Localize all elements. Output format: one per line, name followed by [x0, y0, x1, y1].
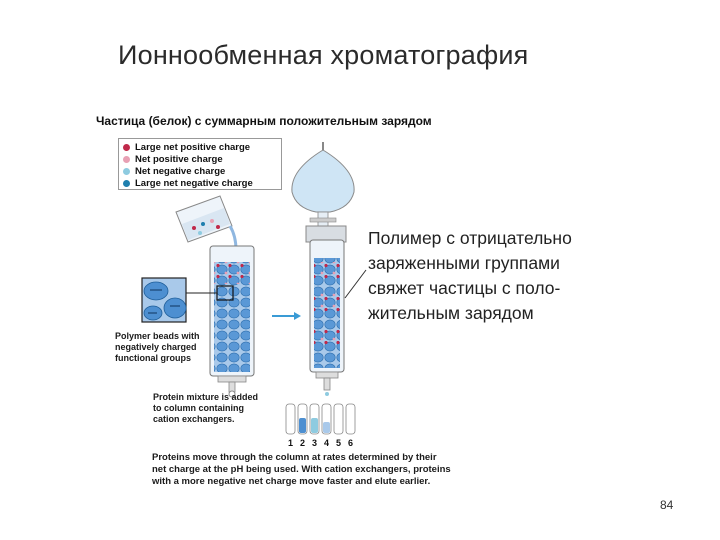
caption-line: net charge at the pH being used. With ca…	[152, 464, 451, 475]
legend-dot-positive-icon	[123, 155, 130, 163]
legend-label: Net negative charge	[135, 165, 226, 177]
caption-line: functional groups	[115, 353, 191, 363]
caption-line: Protein mixture is added	[153, 392, 259, 402]
legend-item: Large net negative charge	[123, 177, 277, 189]
tube-label: 3	[312, 438, 317, 448]
caption-line: Polymer beads with	[115, 331, 200, 341]
tube-label: 6	[348, 438, 353, 448]
tube-3-icon	[309, 403, 320, 435]
beaker-icon	[175, 195, 238, 251]
callout-line: жительным зарядом	[368, 303, 534, 323]
legend-item: Large net positive charge	[123, 141, 277, 153]
figure-header: Частица (белок) с суммарным положительны…	[96, 114, 432, 128]
legend-label: Net positive charge	[135, 153, 223, 165]
page-number: 84	[660, 498, 674, 512]
legend-dot-large-negative-icon	[123, 179, 130, 187]
caption-line: to column containing	[153, 403, 244, 413]
tube-2-icon	[297, 403, 308, 435]
page-title: Ионнообменная хроматография	[118, 40, 529, 70]
tube-6-icon	[345, 403, 356, 435]
legend-dot-large-positive-icon	[123, 143, 130, 151]
callout-text: Полимер с отрицательно заряженными групп…	[368, 226, 572, 326]
legend-label: Large net negative charge	[135, 177, 253, 189]
legend-item: Net positive charge	[123, 153, 277, 165]
legend-dot-negative-icon	[123, 167, 130, 175]
legend-label: Large net positive charge	[135, 141, 251, 153]
bead-inset-icon	[141, 277, 217, 323]
callout-line: свяжет частицы с поло-	[368, 278, 561, 298]
legend-item: Net negative charge	[123, 165, 277, 177]
tube-1-icon	[285, 403, 296, 435]
mixture-caption: Protein mixture is added to column conta…	[153, 392, 258, 425]
left-column-icon	[209, 245, 255, 398]
tube-4-icon	[321, 403, 332, 435]
tube-label: 5	[336, 438, 341, 448]
legend: Large net positive charge Net positive c…	[118, 138, 282, 190]
caption-line: cation exchangers.	[153, 414, 235, 424]
right-arrow-icon	[272, 312, 301, 320]
caption-line: with a more negative net charge move fas…	[152, 476, 431, 487]
right-column-icon	[305, 225, 367, 396]
tube-5-icon	[333, 403, 344, 435]
tube-label: 1	[288, 438, 293, 448]
tube-label: 4	[324, 438, 329, 448]
funnel-icon	[291, 142, 355, 227]
collection-tubes: 1 2 3 4 5 6	[285, 403, 356, 448]
caption-line: negatively charged	[115, 342, 197, 352]
tube-label: 2	[300, 438, 305, 448]
bottom-caption: Proteins move through the column at rate…	[152, 452, 451, 488]
callout-line: Полимер с отрицательно	[368, 228, 572, 248]
callout-line: заряженными группами	[368, 253, 560, 273]
beads-caption: Polymer beads with negatively charged fu…	[115, 331, 200, 364]
caption-line: Proteins move through the column at rate…	[152, 452, 437, 463]
